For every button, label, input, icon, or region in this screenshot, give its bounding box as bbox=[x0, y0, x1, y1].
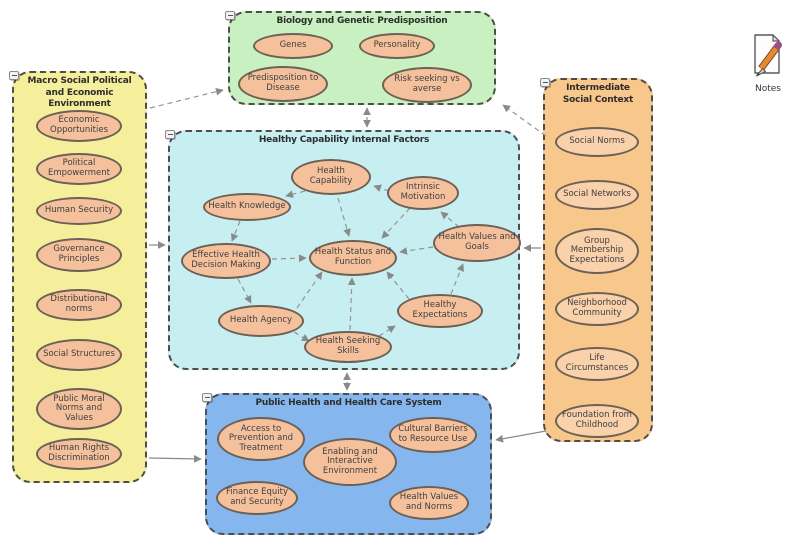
node-intrinsic-motivation[interactable]: Intrinsic Motivation bbox=[387, 176, 459, 210]
node-health-values-and-goals[interactable]: Health Values and Goals bbox=[433, 224, 521, 262]
node-finance-equity-and-security[interactable]: Finance Equity and Security bbox=[216, 481, 298, 515]
group-title-phs: Public Health and Health Care System bbox=[255, 398, 442, 408]
edge-intermediate-to-phs bbox=[495, 430, 547, 443]
node-risk-seeking-vs-averse[interactable]: Risk seeking vs averse bbox=[382, 67, 472, 103]
node-health-values-and-norms[interactable]: Health Values and Norms bbox=[389, 486, 469, 520]
node-health-agency[interactable]: Health Agency bbox=[218, 305, 304, 337]
collapse-icon[interactable] bbox=[165, 130, 175, 139]
node-neighborhood-community[interactable]: Neighborhood Community bbox=[555, 292, 639, 326]
group-title-biology: Biology and Genetic Predisposition bbox=[276, 16, 448, 26]
notes-widget[interactable]: Notes bbox=[744, 31, 792, 94]
node-health-capability[interactable]: Health Capability bbox=[291, 159, 371, 195]
edge-macro-to-biology bbox=[149, 87, 224, 109]
node-political-empowerment[interactable]: Political Empowerment bbox=[36, 153, 122, 185]
group-title-intermediate: Intermediate Social Context bbox=[562, 83, 634, 105]
node-health-status-and-function[interactable]: Health Status and Function bbox=[309, 240, 397, 276]
node-access-to-prevention-and-treatment[interactable]: Access to Prevention and Treatment bbox=[217, 417, 305, 461]
edge-macro-to-phs bbox=[148, 454, 202, 463]
node-life-circumstances[interactable]: Life Circumstances bbox=[555, 347, 639, 381]
node-healthy-expectations[interactable]: Healthy Expectations bbox=[397, 294, 483, 328]
group-title-internal: Healthy Capability Internal Factors bbox=[258, 135, 430, 145]
node-health-seeking-skills[interactable]: Health Seeking Skills bbox=[304, 331, 392, 363]
notes-icon[interactable] bbox=[746, 31, 790, 79]
node-foundation-from-childhood[interactable]: Foundation from Childhood bbox=[555, 404, 639, 438]
collapse-icon[interactable] bbox=[9, 71, 19, 80]
node-health-knowledge[interactable]: Health Knowledge bbox=[203, 193, 291, 221]
collapse-icon[interactable] bbox=[225, 11, 235, 20]
node-public-moral-norms-and-values[interactable]: Public Moral Norms and Values bbox=[36, 388, 122, 430]
node-human-rights-discrimination[interactable]: Human Rights Discrimination bbox=[36, 438, 122, 470]
pencil-icon bbox=[755, 41, 782, 77]
node-enabling-and-interactive-environment[interactable]: Enabling and Interactive Environment bbox=[303, 438, 397, 486]
node-distributional-norms[interactable]: Distributional norms bbox=[36, 289, 122, 321]
node-human-security[interactable]: Human Security bbox=[36, 197, 122, 225]
node-group-membership-expectations[interactable]: Group Membership Expectations bbox=[555, 228, 639, 274]
paper-fold bbox=[772, 34, 780, 42]
node-effective-health-decision-making[interactable]: Effective Health Decision Making bbox=[181, 243, 271, 279]
node-governance-principles[interactable]: Governance Principles bbox=[36, 238, 122, 272]
node-social-norms[interactable]: Social Norms bbox=[555, 127, 639, 157]
node-genes[interactable]: Genes bbox=[253, 33, 333, 59]
node-personality[interactable]: Personality bbox=[359, 33, 435, 59]
notes-label: Notes bbox=[755, 84, 781, 94]
collapse-icon[interactable] bbox=[540, 78, 550, 87]
node-economic-opportunities[interactable]: Economic Opportunities bbox=[36, 110, 122, 142]
collapse-icon[interactable] bbox=[202, 393, 212, 402]
node-social-networks[interactable]: Social Networks bbox=[555, 180, 639, 210]
node-predisposition-to-disease[interactable]: Predisposition to Disease bbox=[238, 66, 328, 102]
node-cultural-barriers-to-resource-use[interactable]: Cultural Barriers to Resource Use bbox=[389, 417, 477, 453]
group-title-macro: Macro Social Political and Economic Envi… bbox=[27, 76, 132, 110]
node-social-structures[interactable]: Social Structures bbox=[36, 339, 122, 371]
